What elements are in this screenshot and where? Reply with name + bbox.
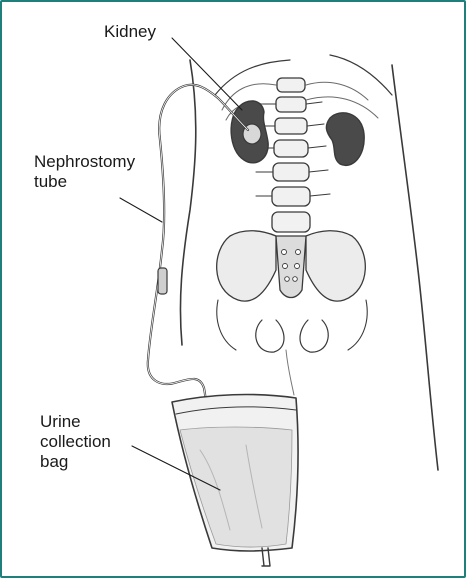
urine-collection-bag-label: Urine collection bag: [40, 412, 111, 472]
leader-kidney: [172, 38, 242, 110]
spine: [272, 78, 310, 232]
hip-right: [348, 300, 367, 350]
buttock-line: [286, 350, 294, 395]
upper-right-back: [330, 55, 392, 95]
kidney-label: Kidney: [104, 22, 156, 42]
kidney-right: [326, 113, 364, 166]
leader-nephrostomy-tube: [120, 198, 162, 222]
body-outline-right: [392, 65, 438, 470]
bag-fill: [180, 427, 292, 547]
hip-left: [217, 300, 236, 350]
sacrum: [276, 236, 306, 298]
nephrostomy-tube-label: Nephrostomy tube: [34, 152, 135, 192]
pubic-left: [256, 320, 284, 352]
pubic-right: [300, 320, 328, 352]
body-outline-left: [180, 60, 195, 345]
tube-connector: [158, 268, 167, 294]
